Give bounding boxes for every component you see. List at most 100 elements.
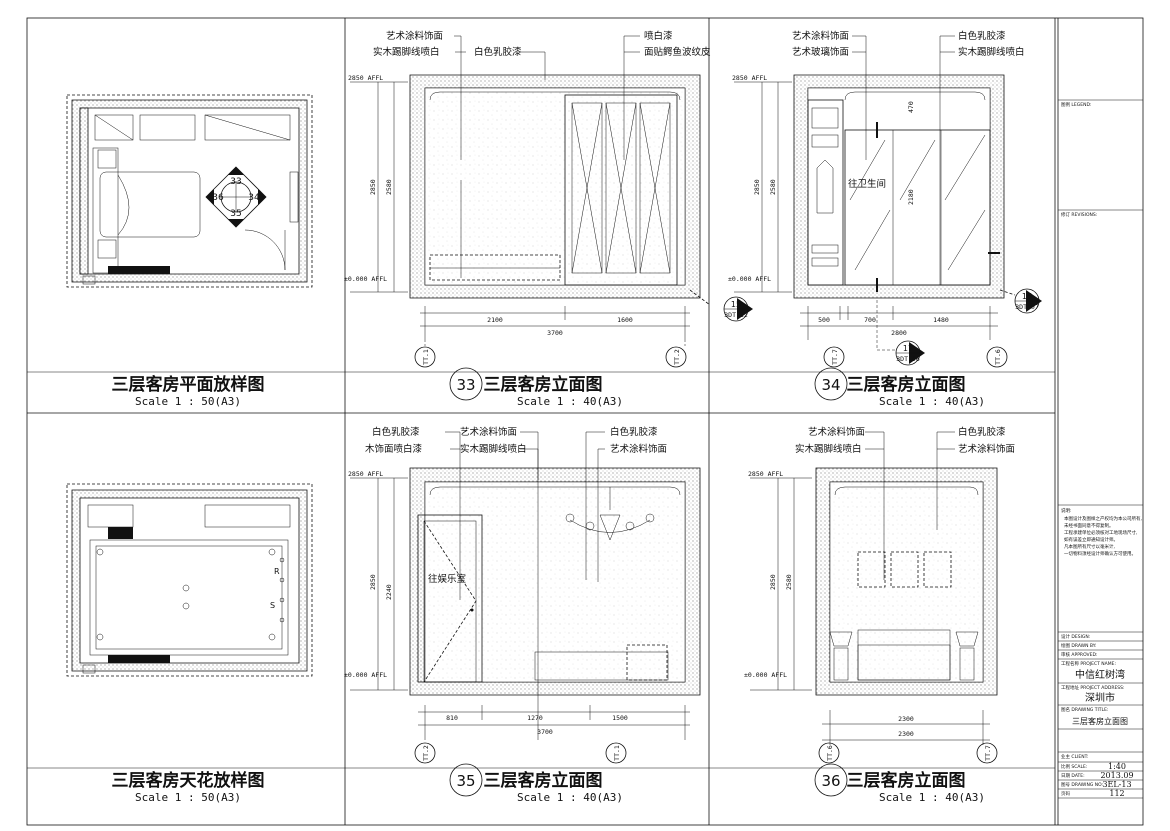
tb-note-1: 本图设计及图样之产权均为本公司所有, [1064,515,1142,522]
tb-note-6: 一切物料须经设计师确认方可使用。 [1064,550,1136,557]
e36-level-top: 2850 AFFL [748,470,783,478]
e33-note-5: 面贴鳄鱼波纹皮 [644,46,711,58]
e34-callout2-ref: 3DT-07 [1015,303,1039,311]
plan-title: 三层客房平面放样图 [112,374,265,395]
e36-note-2: 实木踢脚线喷白 [795,443,862,455]
e33-level-top: 2850 AFFL [348,74,383,82]
e35-h1: 2850 [369,574,377,590]
elevation-36: 艺术涂料饰面 实木踢脚线喷白 白色乳胶漆 艺术涂料饰面 2850 AFFL ±0… [744,426,1015,804]
e33-callout-ref: 3DT-12 [724,311,748,319]
e36-scale: Scale 1 : 40(A3) [879,791,985,804]
tb-revisions: 修订 REVISIONS: [1061,211,1097,218]
e34-num: 34 [821,376,840,394]
marker-36: 36 [212,193,224,203]
tb-design: 设计 DESIGN: [1061,633,1090,640]
tb-note-3: 工程承建单位必须核对工地现场尺寸, [1064,529,1137,536]
e34-scale: Scale 1 : 40(A3) [879,395,985,408]
e36-h2: 2580 [785,574,793,590]
tb-drawing-title: 三层客房立面图 [1072,716,1128,726]
e35-axis-left: TT.2 [422,745,430,761]
tb-scale-label: 比例 SCALE: [1061,763,1087,770]
e34-d3: 1480 [933,316,949,324]
sheet-frame [26,17,1144,826]
e35-scale: Scale 1 : 40(A3) [517,791,623,804]
chandelier [565,487,655,541]
svg-text:2180: 2180 [907,189,915,205]
e35-total: 3700 [537,728,553,736]
e34-title: 三层客房立面图 [847,374,966,395]
marker-34: 34 [248,193,260,203]
tb-date: 2013.09 [1100,771,1133,780]
e34-note-3: 白色乳胶漆 [958,30,1006,42]
e33-note-3: 白色乳胶漆 [474,46,522,58]
e36-axis-right: TT.7 [984,745,992,761]
ceiling-lights [96,548,285,641]
e35-level-top: 2850 AFFL [348,470,383,478]
e34-note-4: 实木踢脚线喷白 [958,46,1025,58]
tb-date-label: 日期 DATE: [1061,773,1085,779]
ceiling-scale: Scale 1 : 50(A3) [135,791,241,804]
ceiling-view: R S 三层客房天花放样图 Scale 1 : 50(A3) [66,483,313,804]
e34-callout2-num: 16 [1022,292,1032,301]
tb-notes-label: 说明: [1061,507,1072,514]
e33-h1: 2850 [369,179,377,195]
tb-address: 深圳市 [1085,691,1115,704]
e34-level-floor: ±0.000 AFFL [728,275,771,283]
svg-text:R: R [274,567,280,576]
e33-axis-right: TT.2 [673,349,681,365]
svg-text:S: S [270,601,275,610]
e35-d2: 1270 [527,714,543,722]
e36-axis-left: TT.6 [826,745,834,761]
e35-note-5: 白色乳胶漆 [610,426,658,438]
e34-total: 2800 [891,329,907,337]
e34-callout1-ref: 3DT-06 [896,355,920,363]
tb-page-label: 页码 [1061,790,1070,797]
e35-label: 往娱乐室 [428,573,466,585]
e35-note-6: 艺术涂料饰面 [610,443,667,455]
e34-label: 往卫生间 [848,178,886,190]
e35-note-4: 实木踢脚线喷白 [460,443,527,455]
tb-note-2: 未经书面同意不得复制。 [1064,522,1114,529]
e33-h2: 2580 [385,179,393,195]
e35-num: 35 [456,772,475,790]
e34-axis-left: TT.7 [831,349,839,365]
svg-text:470: 470 [907,101,915,113]
e36-total: 2300 [898,730,914,738]
e35-title: 三层客房立面图 [484,770,603,791]
tb-drawing-title-label: 图名 DRAWING TITLE: [1061,706,1108,713]
elevation-marker: 33 34 35 36 [205,166,267,228]
tb-project: 中信红树湾 [1075,668,1125,681]
e33-level-floor: ±0.000 AFFL [344,275,387,283]
plan-scale: Scale 1 : 50(A3) [135,395,241,408]
e35-note-1: 白色乳胶漆 [372,426,420,438]
e34-d2: 700 [864,316,876,324]
e35-note-2: 木饰面喷白漆 [365,443,423,455]
ceiling-title: 三层客房天花放样图 [112,770,265,791]
e36-note-1: 艺术涂料饰面 [808,426,865,438]
marker-35: 35 [230,209,241,219]
e34-axis-right: TT.6 [994,349,1002,365]
e33-title: 三层客房立面图 [484,374,603,395]
e35-axis-right: TT.1 [613,745,621,761]
e35-note-3: 艺术涂料饰面 [460,426,517,438]
e33-d2: 1600 [617,316,633,324]
e33-d1: 2100 [487,316,503,324]
e34-h1: 2850 [753,179,761,195]
marker-33: 33 [230,177,241,187]
elevation-34: 艺术涂料饰面 艺术玻璃饰面 白色乳胶漆 实木踢脚线喷白 往卫生间 2180 47… [728,30,1042,408]
tb-page: 112 [1109,789,1124,798]
tb-drawn: 绘图 DRAWN BY: [1061,642,1096,649]
elevation-33: 艺术涂料饰面 实木踢脚线喷白 白色乳胶漆 喷白漆 面贴鳄鱼波纹皮 2850 AF… [344,30,753,408]
plan-view: 33 34 35 36 三层客房平面放样图 Scale 1 : 50(A3) [66,94,313,408]
elevation-35: 白色乳胶漆 木饰面喷白漆 艺术涂料饰面 实木踢脚线喷白 白色乳胶漆 艺术涂料饰面… [344,426,701,804]
e36-note-3: 白色乳胶漆 [958,426,1006,438]
title-block: 图例 LEGEND: 修订 REVISIONS: 说明: 本图设计及图样之产权均… [1058,99,1143,799]
e35-d1: 810 [446,714,458,722]
e33-note-1: 艺术涂料饰面 [386,30,443,42]
e35-d3: 1500 [612,714,628,722]
e35-h2: 2240 [385,584,393,600]
tb-client-label: 业主 CLIENT: [1061,753,1088,760]
e33-note-4: 喷白漆 [644,30,673,42]
e36-level-floor: ±0.000 AFFL [744,671,787,679]
